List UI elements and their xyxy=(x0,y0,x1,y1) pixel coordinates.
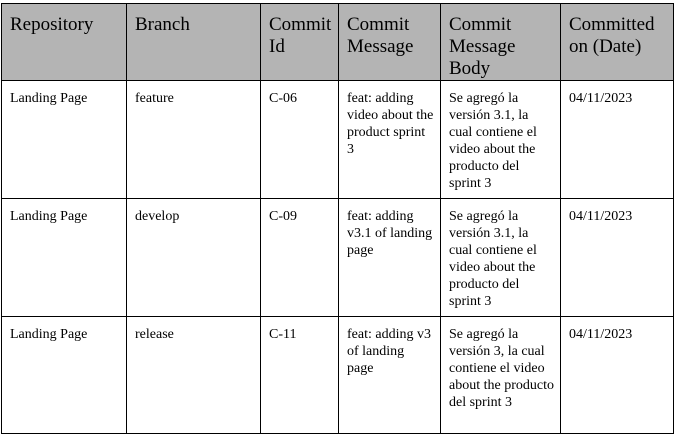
cell-repository: Landing Page xyxy=(1,316,127,434)
table-row: Landing Page develop C-09 feat: adding v… xyxy=(1,198,674,317)
cell-committed-on: 04/11/2023 xyxy=(560,316,674,434)
table-header-row: Repository Branch Commit Id Commit Messa… xyxy=(1,3,674,81)
cell-repository: Landing Page xyxy=(1,198,127,317)
commit-table: Repository Branch Commit Id Commit Messa… xyxy=(1,3,674,434)
table-row: Landing Page feature C-06 feat: adding v… xyxy=(1,80,674,199)
cell-commit-message-body: Se agregó la versión 3.1, la cual contie… xyxy=(440,80,561,199)
cell-commit-id: C-11 xyxy=(260,316,339,434)
cell-branch: feature xyxy=(126,80,261,199)
header-branch: Branch xyxy=(126,3,261,81)
cell-commit-message-body: Se agregó la versión 3, la cual contiene… xyxy=(440,316,561,434)
cell-committed-on: 04/11/2023 xyxy=(560,80,674,199)
cell-commit-id: C-09 xyxy=(260,198,339,317)
header-committed-on: Committed on (Date) xyxy=(560,3,674,81)
cell-commit-message: feat: adding video about the product spr… xyxy=(338,80,441,199)
header-commit-id: Commit Id xyxy=(260,3,339,81)
cell-commit-id: C-06 xyxy=(260,80,339,199)
header-repository: Repository xyxy=(1,3,127,81)
cell-branch: release xyxy=(126,316,261,434)
table-row: Landing Page release C-11 feat: adding v… xyxy=(1,316,674,434)
header-commit-message: Commit Message xyxy=(338,3,441,81)
cell-repository: Landing Page xyxy=(1,80,127,199)
cell-commit-message: feat: adding v3.1 of landing page xyxy=(338,198,441,317)
cell-commit-message: feat: adding v3 of landing page xyxy=(338,316,441,434)
cell-committed-on: 04/11/2023 xyxy=(560,198,674,317)
commit-table-container: Repository Branch Commit Id Commit Messa… xyxy=(1,3,674,434)
cell-commit-message-body: Se agregó la versión 3.1, la cual contie… xyxy=(440,198,561,317)
header-commit-message-body: Commit Message Body xyxy=(440,3,561,81)
cell-branch: develop xyxy=(126,198,261,317)
